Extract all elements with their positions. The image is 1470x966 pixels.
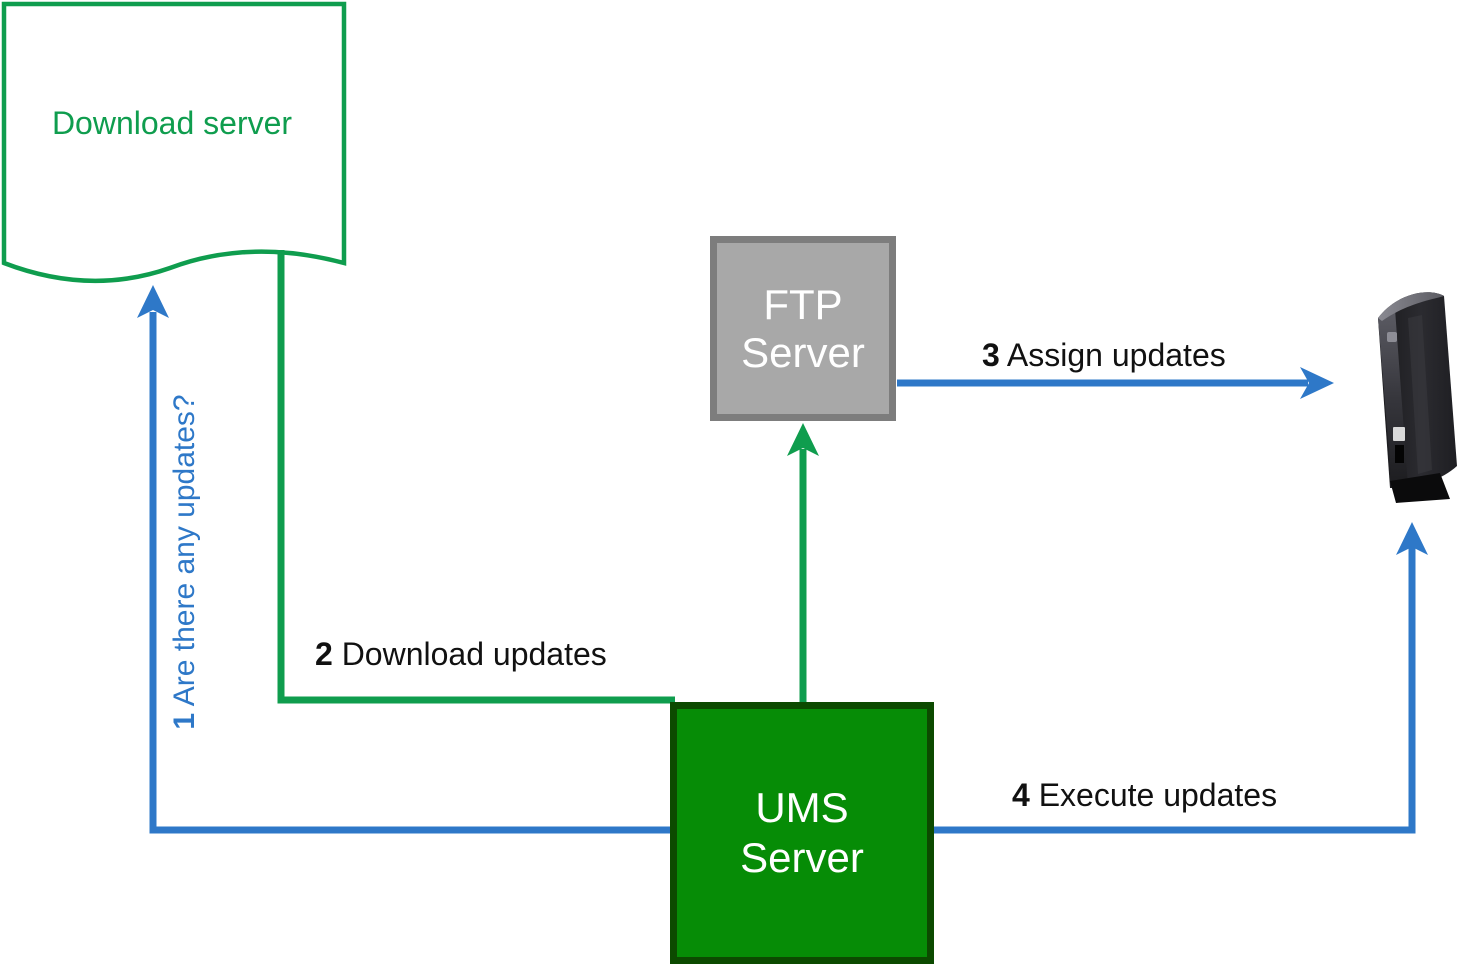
arrow-1-label: 1 Are there any updates?: [168, 372, 208, 752]
arrow-1-head: [137, 285, 169, 318]
arrow-ums-to-ftp-head: [787, 423, 819, 456]
arrow-2-connector: [277, 250, 675, 704]
arrow-3-number: 3: [982, 337, 1000, 373]
download-server-shape: [1, 1, 347, 284]
thin-client-tower-icon: [1378, 292, 1457, 503]
node-download-server-label: Download server: [22, 104, 322, 142]
arrow-3-text: Assign updates: [1006, 337, 1226, 373]
node-ftp-server: FTP Server: [710, 236, 896, 421]
arrow-2-number: 2: [315, 636, 333, 672]
arrow-4-line: [932, 547, 1416, 834]
arrow-3-head: [1300, 367, 1334, 399]
arrow-1-line: [149, 312, 672, 834]
ftp-server-text: FTP Server: [741, 280, 865, 376]
arrow-4-head: [1396, 522, 1428, 555]
arrow-4-number: 4: [1012, 777, 1030, 813]
node-ums-server: UMS Server: [670, 702, 934, 964]
arrow-2-text: Download updates: [341, 636, 607, 672]
download-server-text: Download server: [51, 105, 293, 141]
arrow-2-label: 2 Download updates: [315, 636, 607, 673]
arrow-3-label: 3 Assign updates: [982, 337, 1226, 374]
arrow-4-label: 4 Execute updates: [1012, 777, 1277, 814]
arrow-4-text: Execute updates: [1038, 777, 1278, 813]
ums-server-text: UMS Server: [740, 784, 864, 881]
arrow-1-number: 1: [168, 712, 201, 730]
arrow-1-text: Are there any updates?: [168, 394, 201, 707]
